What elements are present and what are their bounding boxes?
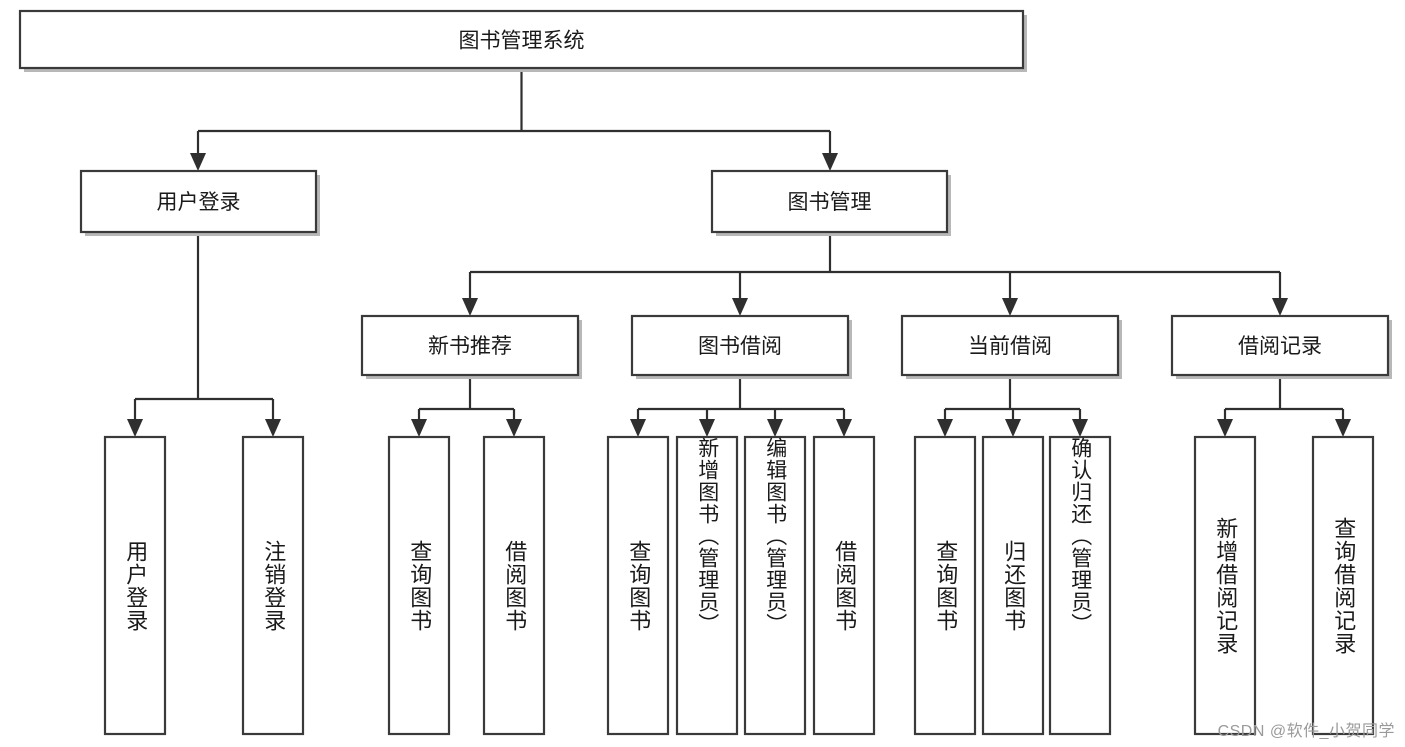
arrow-current-to-leaf3 — [1072, 419, 1088, 437]
arrow-record-to-leaf2 — [1335, 419, 1351, 437]
arrow-userlogin-to-leaf2 — [265, 419, 281, 437]
arrow-borrow-to-leaf2 — [699, 419, 715, 437]
edges-layer — [127, 68, 1351, 437]
arrow-root-to-book-manage — [822, 153, 838, 171]
arrow-root-to-user-login — [190, 153, 206, 171]
arrow-newbook-to-leaf2 — [506, 419, 522, 437]
node-leaf-add-book[interactable] — [675, 435, 739, 736]
node-current-borrow[interactable]: 当前借阅 — [900, 314, 1122, 379]
node-borrow-record-label: 借阅记录 — [1238, 335, 1322, 358]
node-leaf-logout[interactable] — [241, 435, 305, 736]
node-leaf-query-book-2[interactable] — [606, 435, 670, 736]
node-borrow-record[interactable]: 借阅记录 — [1170, 314, 1392, 379]
arrow-bookmanage-to-current — [1002, 298, 1018, 316]
nodes-layer: 图书管理系统 用户登录 图书管理 新书推荐 — [18, 9, 1392, 736]
node-leaf-add-record[interactable] — [1193, 435, 1257, 736]
node-user-login[interactable]: 用户登录 — [79, 169, 320, 236]
node-new-book-rec-label: 新书推荐 — [428, 335, 512, 358]
node-leaf-query-book-1[interactable] — [387, 435, 451, 736]
node-leaf-confirm-return[interactable] — [1048, 435, 1112, 736]
node-book-manage[interactable]: 图书管理 — [710, 169, 951, 236]
node-leaf-borrow-book-1[interactable] — [482, 435, 546, 736]
node-leaf-edit-book[interactable] — [743, 435, 807, 736]
arrow-bookmanage-to-record — [1272, 298, 1288, 316]
arrow-borrow-to-leaf4 — [836, 419, 852, 437]
node-book-manage-label: 图书管理 — [788, 191, 872, 214]
node-root[interactable]: 图书管理系统 — [18, 9, 1027, 72]
node-leaf-query-record[interactable] — [1311, 435, 1375, 736]
arrow-record-to-leaf1 — [1217, 419, 1233, 437]
node-book-borrow-label: 图书借阅 — [698, 335, 782, 358]
node-root-label: 图书管理系统 — [459, 30, 585, 53]
node-book-borrow[interactable]: 图书借阅 — [630, 314, 852, 379]
watermark-text: CSDN @软件_小贺同学 — [1217, 723, 1395, 740]
arrow-bookmanage-to-newbook — [462, 298, 478, 316]
node-leaf-return-book[interactable] — [981, 435, 1045, 736]
node-current-borrow-label: 当前借阅 — [968, 335, 1052, 358]
node-user-login-label: 用户登录 — [157, 191, 241, 214]
node-leaf-user-login[interactable] — [103, 435, 167, 736]
node-new-book-rec[interactable]: 新书推荐 — [360, 314, 582, 379]
node-leaf-query-book-3[interactable] — [913, 435, 977, 736]
arrow-bookmanage-to-borrow — [732, 298, 748, 316]
arrow-current-to-leaf1 — [937, 419, 953, 437]
arrow-userlogin-to-leaf1 — [127, 419, 143, 437]
arrow-current-to-leaf2 — [1005, 419, 1021, 437]
arrow-borrow-to-leaf1 — [630, 419, 646, 437]
arrow-borrow-to-leaf3 — [767, 419, 783, 437]
node-leaf-borrow-book-2[interactable] — [812, 435, 876, 736]
arrow-newbook-to-leaf1 — [411, 419, 427, 437]
